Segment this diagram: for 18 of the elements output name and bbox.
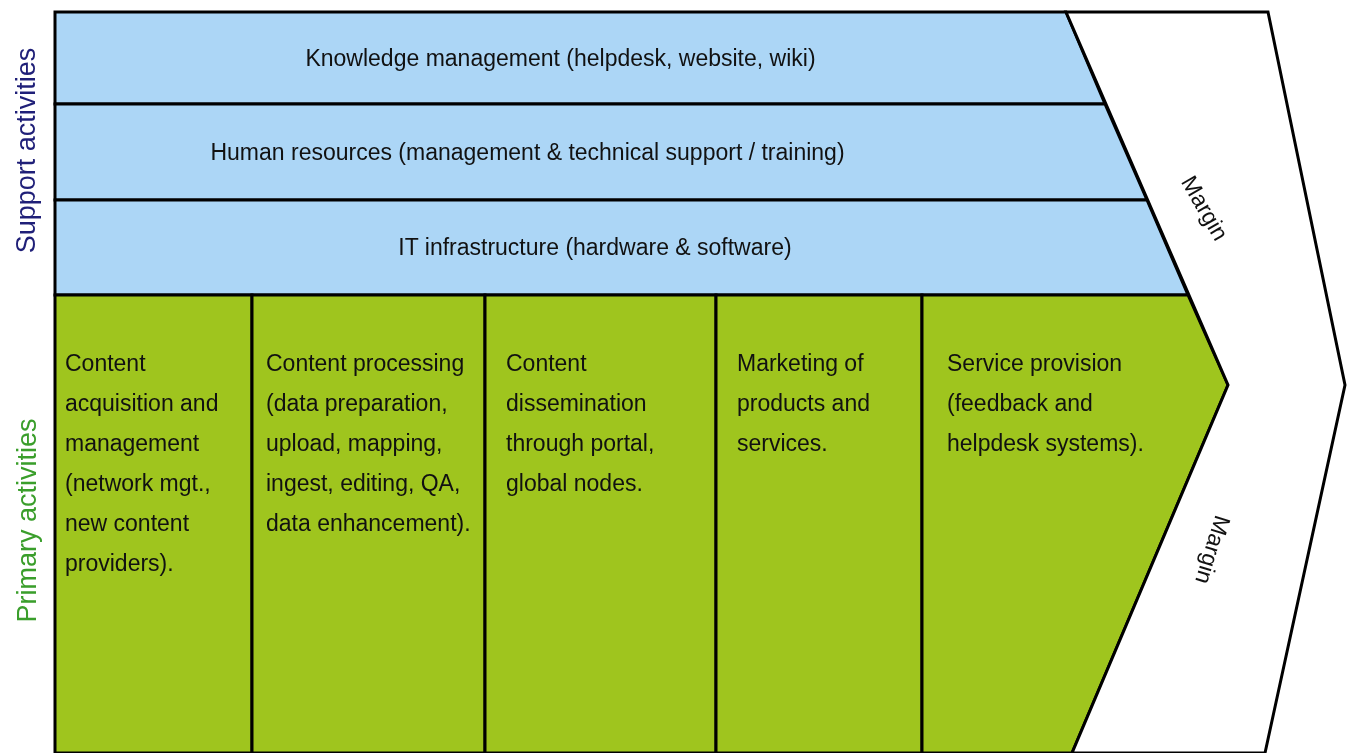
activity-description: Service provision (feedback and helpdesk systems). <box>947 349 1145 458</box>
primary-activity-column <box>485 295 716 753</box>
section-label: Support activities <box>11 47 43 253</box>
margin-label: Margin <box>1189 512 1237 588</box>
primary-activity-column <box>55 295 252 753</box>
primary-activity-column <box>716 295 922 753</box>
support-activity-band <box>55 104 1147 200</box>
activity-label: Knowledge management (helpdesk, website, wiki) <box>304 44 817 73</box>
support-activity-band <box>55 12 1105 104</box>
activity-description: Content processing (data preparation, upload, mapping, ingest, editing, QA, data enhancement). <box>266 349 472 538</box>
activity-description: Marketing of products and services. <box>737 349 871 458</box>
primary-activity-column <box>252 295 485 753</box>
activity-label: IT infrastructure (hardware & software) <box>397 233 793 262</box>
activity-description: Content dissemination through portal, global nodes. <box>506 349 656 498</box>
activity-label: Human resources (management & technical support / training) <box>209 138 846 167</box>
primary-activity-column <box>922 295 1228 753</box>
section-label: Primary activities <box>11 418 43 622</box>
activity-description: Content acquisition and management (network mgt., new content providers). <box>65 349 220 578</box>
